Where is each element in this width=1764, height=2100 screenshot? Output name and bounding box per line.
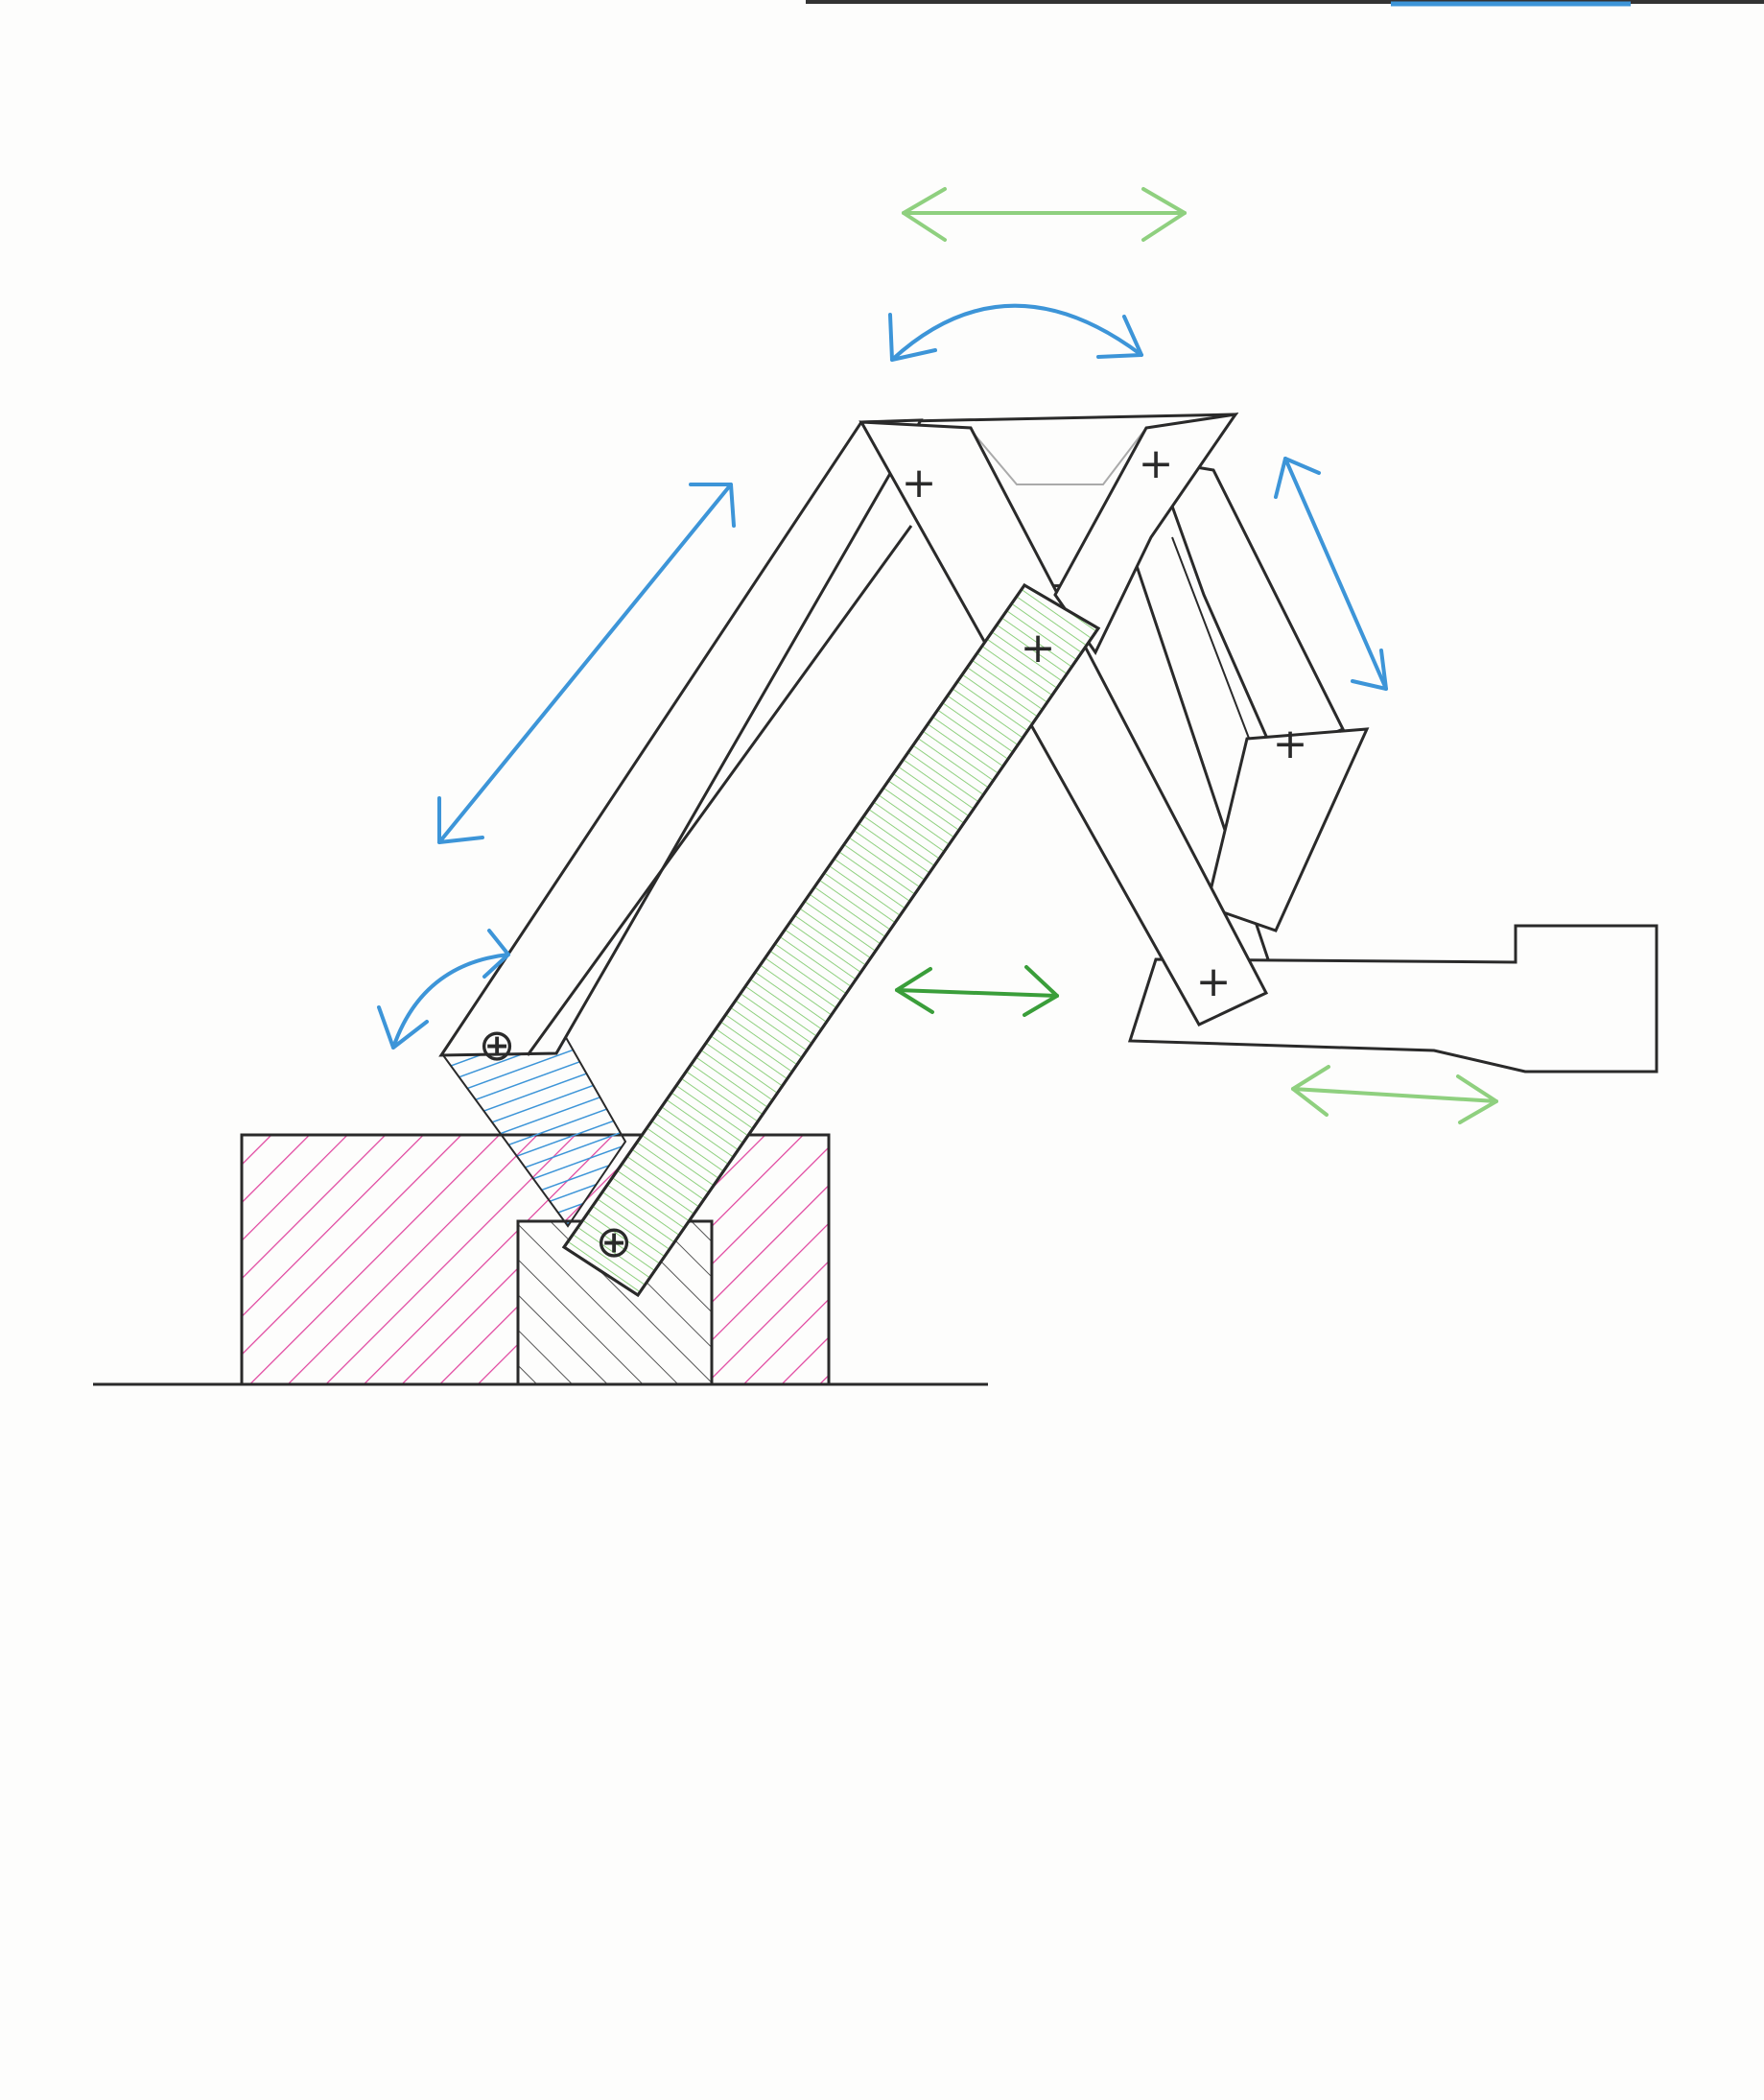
left-arm-extension-arrow [437, 483, 736, 844]
pivot-mark: ⊕ [596, 1215, 633, 1267]
right-wrist-link [1205, 727, 1370, 932]
gripper [1127, 924, 1658, 1074]
middle-horizontal-translation-arrow [895, 965, 1059, 1017]
joint-mark: + [1139, 439, 1174, 488]
parallel-link [561, 583, 1101, 1298]
left-main-arm [438, 418, 924, 1057]
joint-mark: + [1273, 720, 1308, 768]
top-rotation-arrow [888, 303, 1143, 362]
base-rotation-arrow [377, 929, 510, 1050]
scan-edge [806, 0, 1764, 7]
joint-markers: + + + + + ⊕ ⊕ [479, 439, 1308, 1267]
top-horizontal-translation-arrow [902, 187, 1187, 242]
joint-mark: + [902, 459, 937, 507]
joint-mark: + [1196, 957, 1232, 1006]
motion-arrows [377, 187, 1498, 1124]
gripper-horizontal-translation-arrow [1291, 1065, 1498, 1124]
crossing-bar [858, 420, 1269, 1026]
right-arm-extension-arrow [1274, 457, 1388, 691]
pivot-mark: ⊕ [479, 1019, 516, 1071]
joint-mark: + [1021, 624, 1056, 672]
